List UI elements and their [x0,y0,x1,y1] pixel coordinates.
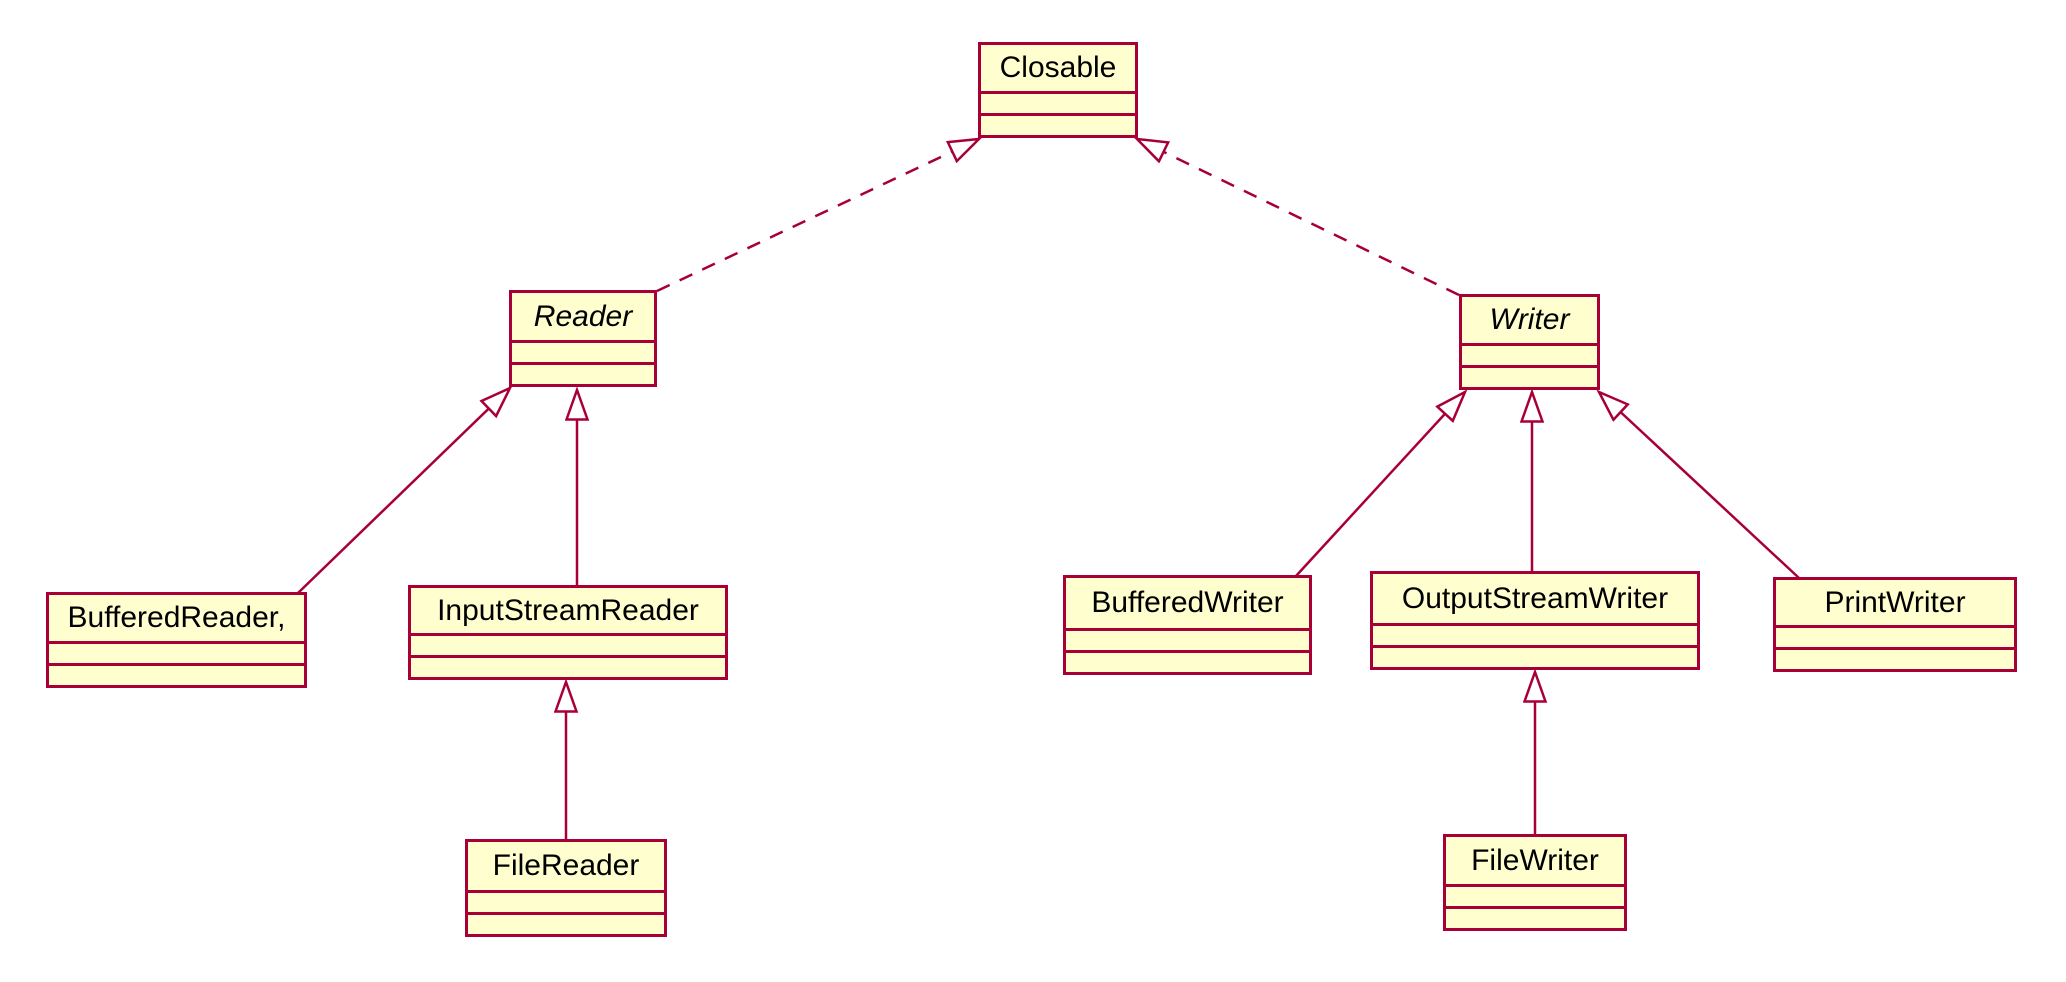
class-name: PrintWriter [1824,585,1966,619]
class-box-reader: Reader [509,290,657,387]
class-box-inputstreamreader: InputStreamReader [408,585,728,680]
class-name: InputStreamReader [437,593,699,627]
class-box-closable: Closable [978,42,1138,138]
class-name: FileWriter [1471,843,1599,877]
attributes-compartment [1462,343,1597,365]
class-name: Reader [533,299,633,333]
class-box-outputstreamwriter: OutputStreamWriter [1370,571,1700,670]
class-box-bufferedwriter: BufferedWriter [1063,575,1312,675]
attributes-compartment [1373,623,1697,645]
attributes-compartment [1776,625,2014,647]
class-box-printwriter: PrintWriter [1773,577,2017,672]
operations-compartment [411,655,725,677]
edge-reader-to-closable [656,139,979,293]
attributes-compartment [411,633,725,655]
edge-bufferedwriter-to-writer [1295,392,1465,577]
class-box-bufferedreader: BufferedReader, [46,592,307,688]
operations-compartment [1776,647,2014,669]
operations-compartment [468,912,664,934]
class-name: BufferedReader, [67,601,286,634]
class-box-writer: Writer [1459,294,1600,390]
operations-compartment [1066,650,1309,672]
class-box-filewriter: FileWriter [1443,834,1627,931]
attributes-compartment [49,641,304,663]
operations-compartment [49,663,304,685]
attributes-compartment [468,890,664,912]
attributes-compartment [512,340,654,362]
operations-compartment [512,362,654,384]
operations-compartment [981,113,1135,135]
class-name: Writer [1489,303,1570,336]
attributes-compartment [981,91,1135,113]
edge-printwriter-to-writer [1599,392,1800,579]
class-name: BufferedWriter [1091,586,1284,619]
operations-compartment [1462,365,1597,387]
edge-writer-to-closable [1137,139,1460,297]
operations-compartment [1446,906,1624,928]
operations-compartment [1373,645,1697,667]
attributes-compartment [1446,884,1624,906]
attributes-compartment [1066,628,1309,650]
class-name: OutputStreamWriter [1401,581,1669,615]
class-name: Closable [999,51,1117,84]
class-box-filereader: FileReader [465,839,667,937]
edge-bufferedreader-to-reader [297,388,510,594]
class-name: FileReader [492,849,640,882]
